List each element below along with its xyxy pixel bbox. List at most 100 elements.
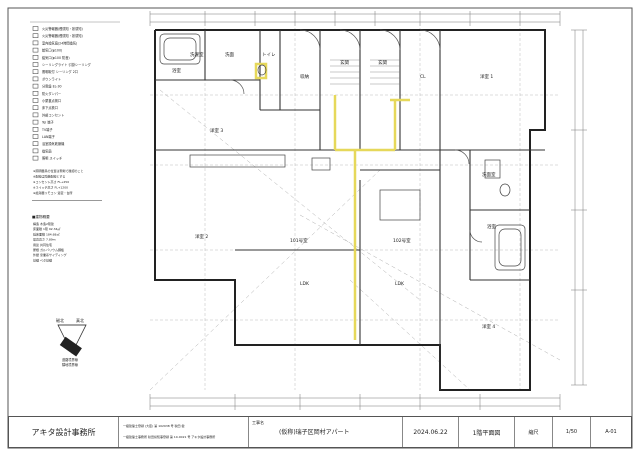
room-label: LDK: [300, 281, 310, 287]
room-label: 収納: [300, 73, 309, 80]
legend-symbol-icon: [32, 40, 39, 46]
sheet-border: [7, 7, 633, 449]
legend-symbol-icon: [32, 69, 39, 74]
legend-symbol-icon: [32, 47, 39, 53]
legend-symbol-icon: [32, 91, 39, 96]
legend-item: シーリングライト 引掛シーリング: [42, 62, 92, 67]
right-dimensions: [571, 29, 587, 386]
legend-sub-note: 床面積 1階 92.34㎡: [33, 226, 60, 231]
legend-symbol-icon: [32, 127, 39, 132]
room-label: 101号室: [290, 237, 308, 244]
legend-sub-note: 構造 木造2階建: [33, 221, 54, 226]
legend-symbol-icon: [32, 105, 39, 110]
room-label: 洗濯室: [190, 51, 204, 58]
legend-symbol-icon: [32, 155, 39, 161]
room-label: 洋室 3: [210, 127, 223, 134]
drawing-date: 2024.06.22: [403, 417, 459, 447]
legend-notes: ※照明器具の位置は現場で確認のこと※配線は隠蔽配線とする※コンセント高さ FL+…: [33, 168, 84, 195]
room-label: 浴室: [172, 67, 181, 74]
project-label: 工事名: [252, 420, 264, 425]
legend-symbol-icon: [32, 148, 39, 154]
legend-item: 分電盤 EL-30: [42, 84, 62, 89]
legend-note: ※給湯器リモコン 浴室・台所: [33, 190, 72, 195]
drawing-number: A-01: [605, 429, 617, 435]
legend-item: 換気扇: [42, 148, 52, 153]
room-label: LDK: [395, 281, 405, 287]
stair-hatch: [330, 59, 400, 85]
legend-item: 照明取付 シーリング 2口: [42, 69, 78, 74]
legend-sub-note: 基礎 ベタ基礎: [33, 257, 52, 262]
legend-panel: 火災警報器(煙感知・熱感知)火災警報器(煙感知・熱感知)室内換気扇(24時間換気…: [30, 21, 120, 262]
legend-symbol-icon: [32, 83, 39, 89]
legend-item: 照明 スイッチ: [42, 156, 62, 161]
legend-symbol-icon: [32, 55, 39, 60]
legend-sub-note: 延床面積 184.68㎡: [33, 231, 59, 236]
legend-item: TV端子: [41, 127, 53, 132]
room-label: 浴室: [487, 223, 496, 230]
room-label: 洗面: [225, 51, 234, 58]
registration-line: 一級建築士事務所 秋田県知事登録 第 10-0021 号 アキタ設計事務所: [123, 434, 216, 439]
title-block: アキタ設計事務所 一級建築士登録 (大臣) 第 102938 号 秋田 健 一級…: [8, 416, 632, 448]
project-cell: 工事名 (仮称)瑞子区岡村アパート: [249, 417, 403, 447]
legend-symbol-icon: [32, 141, 39, 146]
legend-symbol-icon: [32, 33, 39, 38]
fixtures: [159, 33, 526, 271]
room-label: 洗面室: [482, 171, 496, 178]
legend-item: Tel 端子: [41, 120, 54, 125]
legend-sub-note: 屋根 ガルバリウム鋼板: [33, 247, 64, 252]
legend-symbol-icon: [32, 134, 39, 139]
legend-item: 浴室換気乾燥機: [42, 141, 65, 146]
legend-note: ※スイッチ高さ FL+1200: [33, 185, 68, 190]
north-label-1: 磁北: [56, 317, 64, 323]
legend-item: 小屋裏点検口: [42, 98, 61, 103]
legend-sub-note: 用途 共同住宅: [33, 242, 52, 247]
firm-name: アキタ設計事務所: [9, 417, 119, 447]
legend-note: ※照明器具の位置は現場で確認のこと: [33, 168, 84, 173]
diagonal-lines: [149, 89, 561, 391]
legend-item: 防火ダンパー: [42, 91, 61, 96]
north-label-2: 真北: [76, 317, 84, 323]
room-label: 洋室 4: [482, 323, 495, 330]
room-label: 102号室: [393, 237, 411, 244]
room-label: 玄関: [340, 59, 349, 66]
north-arrow: 磁北 真北 道路境界線 隣地境界線: [56, 317, 87, 367]
door-swings: [229, 29, 483, 243]
legend-symbol-icon: [32, 98, 39, 103]
registration-line: 一級建築士登録 (大臣) 第 102938 号 秋田 健: [123, 423, 185, 428]
room-labels: 洗面 浴室 洗濯室 トイレ 玄関 玄関 洋室 3 洋室 1 LDK LDK 洋室…: [172, 51, 496, 330]
room-label: トイレ: [262, 53, 276, 58]
project-name: (仮称)瑞子区岡村アパート: [279, 429, 350, 436]
legend-item: 給気口(φ100 防音): [42, 55, 70, 60]
room-label: 洋室 2: [195, 233, 208, 240]
legend-item: 外部コンセント: [42, 112, 64, 117]
legend-symbol-icon: [32, 76, 39, 82]
legend-item: 床下点検口: [42, 105, 58, 110]
registration-info: 一級建築士登録 (大臣) 第 102938 号 秋田 健 一級建築士事務所 秋田…: [119, 417, 249, 447]
kitchen-counter-l: [189, 154, 286, 168]
room-label: 玄関: [378, 59, 387, 66]
drawing-name: 1階平面図: [459, 417, 515, 447]
legend-sub-title: ■建物概要: [32, 214, 50, 219]
legend-item: ダウンライト: [42, 76, 61, 81]
highlight-walls: [254, 62, 410, 340]
top-dimensions: [149, 11, 561, 26]
legend-sub-note: 外壁 窯業系サイディング: [33, 252, 67, 257]
legend-symbol-icon: [32, 62, 39, 67]
room-label: CL: [420, 74, 426, 80]
legend-item: LAN端子: [42, 134, 56, 139]
legend-symbol-icon: [32, 112, 39, 118]
legend-note: ※コンセント高さ FL+250: [33, 179, 69, 184]
north-caption-2: 隣地境界線: [62, 362, 79, 367]
legend-symbol-icon: [32, 119, 39, 125]
bathtub-tl: [159, 33, 201, 65]
legend-note: ※配線は隠蔽配線とする: [33, 174, 65, 179]
bathtub-r: [494, 224, 526, 271]
legend-item: 火災警報器(煙感知・熱感知): [42, 33, 83, 38]
legend-symbol-icon: [32, 26, 39, 31]
interior-walls: [155, 30, 545, 390]
kitchen-counter-r: [379, 189, 421, 221]
room-label: 洋室 1: [480, 73, 493, 80]
scale-value: 1/50: [553, 417, 591, 447]
